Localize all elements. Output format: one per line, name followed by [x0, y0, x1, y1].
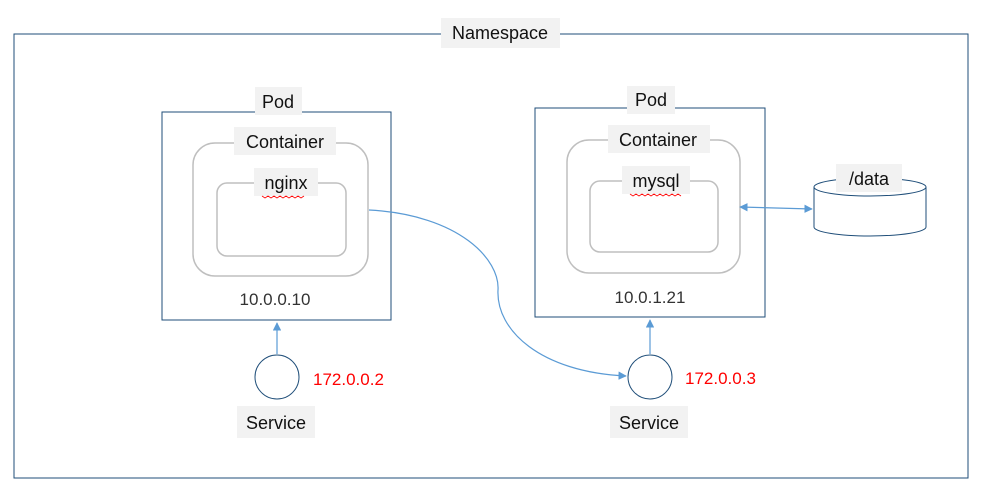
service-label: Service	[619, 413, 679, 433]
service-node	[254, 354, 300, 400]
nginx-to-service-connection	[368, 209, 627, 380]
container-label: Container	[246, 132, 324, 152]
volume-mount-arrow	[739, 203, 813, 213]
service-mysql: 172.0.0.3 Service	[610, 354, 756, 438]
service-ip: 172.0.0.2	[313, 370, 384, 389]
cylinder-body	[813, 187, 927, 237]
service-ip: 172.0.0.3	[685, 369, 756, 388]
app-label: nginx	[264, 173, 307, 193]
pod-ip: 10.0.1.21	[615, 288, 686, 307]
spellcheck-underline	[261, 195, 305, 199]
container-label: Container	[619, 130, 697, 150]
service-label: Service	[246, 413, 306, 433]
pod-ip: 10.0.0.10	[240, 290, 311, 309]
pod-mysql: Pod Container mysql 10.0.1.21	[534, 86, 766, 318]
volume-label: /data	[849, 169, 890, 189]
pod-nginx: Pod Container nginx 10.0.0.10	[161, 87, 392, 321]
service-node	[627, 354, 673, 400]
namespace-label: Namespace	[452, 23, 548, 43]
pod-label: Pod	[635, 90, 667, 110]
spellcheck-underline	[629, 193, 682, 197]
pod-label: Pod	[262, 92, 294, 112]
namespace-box	[13, 33, 969, 479]
app-label: mysql	[632, 171, 679, 191]
data-volume: /data	[813, 164, 927, 237]
service-nginx: 172.0.0.2 Service	[237, 354, 384, 438]
